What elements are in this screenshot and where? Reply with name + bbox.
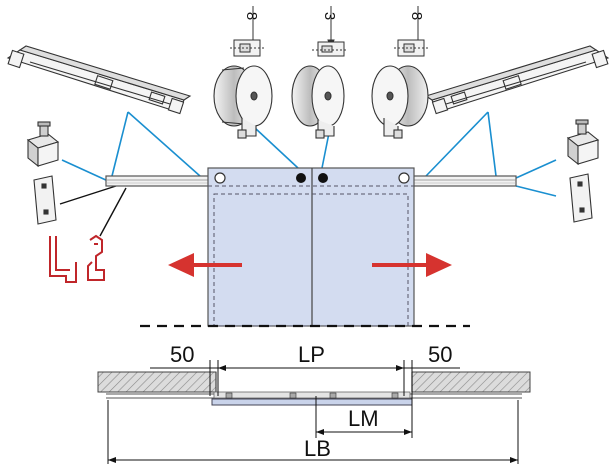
callout-lines xyxy=(61,111,557,197)
damper-arm-left-icon xyxy=(6,45,192,115)
dim-left-offset: 50 xyxy=(170,342,194,367)
damper-arm-right-icon xyxy=(424,45,610,115)
dim-overlap: LM xyxy=(348,406,379,431)
dim-total-width: LB xyxy=(304,436,331,461)
roller-open-left xyxy=(214,172,226,184)
roller-carriage-center-icon xyxy=(291,65,345,139)
bracket-box-left-icon xyxy=(26,121,60,168)
plan-view xyxy=(97,371,531,406)
dim-passage-width: LP xyxy=(298,342,325,367)
callout-lines-black xyxy=(59,185,127,237)
dimension-arrowheads xyxy=(108,365,518,463)
detail-sketch-center xyxy=(312,6,348,57)
dimension-lines xyxy=(107,360,519,464)
detail-number-left: 8 xyxy=(243,12,260,20)
dim-right-offset: 50 xyxy=(428,342,452,367)
roller-carriage-right-icon xyxy=(371,65,429,139)
detail-sketch-right xyxy=(394,6,430,57)
roller-solid-right xyxy=(318,173,328,183)
arrow-left-icon xyxy=(168,253,242,277)
mounting-plate-right-icon xyxy=(569,173,593,223)
detail-sketch-left xyxy=(230,6,266,57)
arrow-right-icon xyxy=(372,253,452,277)
bracket-box-right-icon xyxy=(566,119,600,166)
roller-carriage-left-icon xyxy=(213,65,273,139)
roller-solid-left xyxy=(296,173,306,183)
profile-section-icon xyxy=(49,234,105,283)
detail-number-right: 8 xyxy=(408,12,425,20)
detail-number-center: 3 xyxy=(321,12,338,20)
roller-open-right xyxy=(398,172,410,184)
door-panels xyxy=(207,167,415,327)
mounting-plate-left-icon xyxy=(33,175,57,225)
